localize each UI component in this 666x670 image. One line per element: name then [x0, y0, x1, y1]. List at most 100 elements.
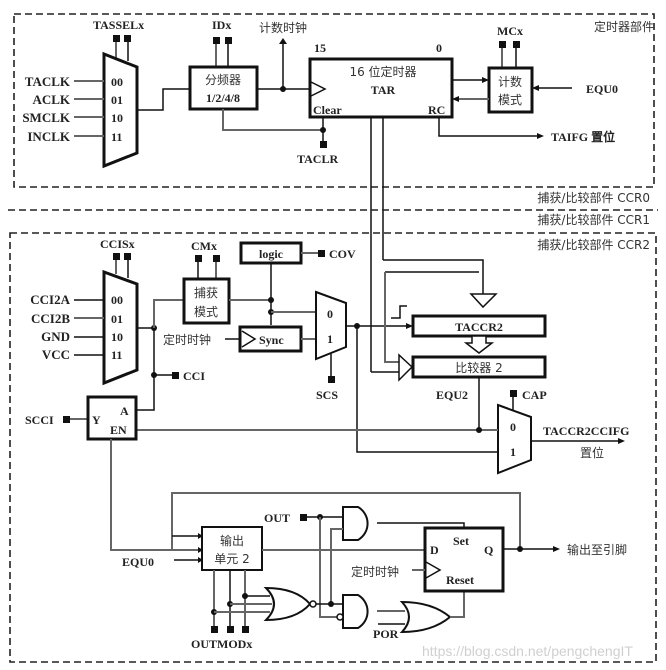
- capture-mode-box: [182, 277, 231, 325]
- flag-mux-in1: 1: [510, 445, 516, 459]
- count-clock-label: 计数时钟: [259, 20, 307, 35]
- ccisx-label: CCISx: [100, 237, 135, 251]
- equ0-input-label: EQU0: [586, 82, 618, 96]
- sync-select-mux: [315, 290, 347, 361]
- por-label: POR: [373, 627, 399, 641]
- input-taclk: TACLK: [25, 74, 71, 89]
- input-inclk: INCLK: [27, 129, 71, 144]
- input-smclk: SMCLK: [22, 110, 71, 125]
- cci-label: CCI: [183, 369, 205, 383]
- code-01: 01: [111, 93, 123, 107]
- clock-inputs: TACLK ACLK SMCLK INCLK 00 01 10 11: [22, 74, 123, 144]
- output-unit: [201, 526, 263, 571]
- ccifg-label: TACCR2CCIFG: [543, 424, 629, 438]
- ccr-code-11: 11: [111, 348, 122, 362]
- cap-label: CAP: [522, 388, 547, 402]
- count-mode-box: [487, 66, 534, 114]
- equ0-output-label: EQU0: [122, 555, 154, 569]
- sync-box: [238, 325, 303, 353]
- ccr-inputs: CCI2A CCI2B GND VCC 00 01 10 11: [30, 292, 123, 362]
- out-label: OUT: [264, 511, 290, 525]
- mcx-label: MCx: [497, 24, 523, 38]
- latch-y: Y: [92, 413, 101, 427]
- input-vcc: VCC: [42, 347, 70, 362]
- tar-clear-label: Clear: [313, 103, 342, 117]
- ccisx-pin-1: [113, 253, 120, 260]
- clock-source-mux: [102, 51, 139, 169]
- outmodx-label: OUTMODx: [191, 637, 252, 651]
- tar-name: TAR: [371, 83, 396, 97]
- comparator-label: 比较器 2: [455, 360, 502, 375]
- timer-section-title: 定时器部件: [594, 19, 654, 34]
- tar-title: 16 位定时器: [349, 64, 416, 79]
- tar-msb: 15: [314, 41, 326, 55]
- mode-label-1: 计数: [498, 74, 522, 89]
- cov-pin: [318, 250, 325, 257]
- timer-clock-label-1: 定时时钟: [163, 332, 211, 347]
- ccr1-label: 捕获/比较部件 CCR1: [537, 212, 650, 227]
- mode-label-2: 模式: [498, 93, 522, 107]
- ccr-code-00: 00: [111, 293, 123, 307]
- code-00: 00: [111, 75, 123, 89]
- ccr2-label: 捕获/比较部件 CCR2: [537, 237, 650, 252]
- ccr-code-10: 10: [111, 330, 123, 344]
- ff-d-label: D: [430, 543, 439, 557]
- taclr-label: TACLR: [297, 152, 338, 166]
- code-11: 11: [111, 130, 122, 144]
- ff-reset-label: Reset: [446, 573, 474, 587]
- input-cci2b: CCI2B: [31, 311, 70, 326]
- output-unit-label-1: 输出: [220, 533, 244, 548]
- sync-mux-in0: 0: [327, 307, 333, 321]
- ccisx-pin-2: [124, 253, 131, 260]
- latch-a: A: [120, 404, 129, 418]
- out-pin: [300, 514, 307, 521]
- flag-mux-in0: 0: [510, 420, 516, 434]
- tassel-pin-2: [124, 35, 131, 42]
- scs-label: SCS: [316, 388, 338, 402]
- logic-label: logic: [259, 247, 284, 261]
- output-flipflop: [423, 526, 505, 593]
- capture-mode-label-2: 模式: [194, 305, 218, 319]
- input-select-mux: [102, 269, 139, 386]
- cov-label: COV: [329, 247, 356, 261]
- and-gate-reset: [342, 594, 369, 629]
- input-gnd: GND: [41, 329, 70, 344]
- input-cci2a: CCI2A: [30, 292, 70, 307]
- taccr2-label: TACCR2: [455, 320, 503, 334]
- tassel-label: TASSELx: [93, 18, 144, 32]
- scci-label: SCCI: [25, 413, 54, 427]
- taifg-label: TAIFG 置位: [551, 129, 615, 144]
- sync-mux-in1: 1: [327, 332, 333, 346]
- latch-en: EN: [110, 423, 127, 437]
- timer-section-border: [13, 13, 655, 188]
- ccr0-label: 捕获/比较部件 CCR0: [537, 190, 650, 205]
- taclr-pin: [320, 141, 327, 148]
- flag-select-mux: [497, 403, 532, 475]
- outmod-pin-3: [242, 626, 249, 633]
- or-gate: [399, 600, 452, 634]
- tassel-pin-1: [113, 35, 120, 42]
- ff-set-label: Set: [453, 534, 469, 548]
- timer-clock-label-2: 定时时钟: [351, 564, 399, 579]
- equ2-label: EQU2: [436, 388, 468, 402]
- cap-pin: [510, 390, 517, 397]
- scs-pin: [328, 376, 335, 383]
- tar-lsb: 0: [436, 41, 442, 55]
- ccr-code-01: 01: [111, 312, 123, 326]
- outmod-pin-2: [227, 626, 234, 633]
- cmx-label: CMx: [191, 239, 217, 253]
- output-unit-label-2: 单元 2: [214, 552, 249, 566]
- and-gate-set: [342, 506, 369, 541]
- input-aclk: ACLK: [32, 92, 70, 107]
- idx-label: IDx: [212, 18, 231, 32]
- sync-label: Sync: [259, 333, 284, 347]
- mcx-pin-1: [499, 41, 506, 48]
- divider-label: 分频器: [205, 73, 241, 87]
- output-to-pin-label: 输出至引脚: [567, 542, 627, 557]
- divider-ratios: 1/2/4/8: [206, 91, 240, 105]
- mcx-pin-2: [513, 41, 520, 48]
- ccifg-set-label: 置位: [580, 445, 604, 460]
- tar-register: [308, 57, 454, 119]
- cmx-pin-1: [195, 255, 202, 262]
- cci-pin: [172, 372, 179, 379]
